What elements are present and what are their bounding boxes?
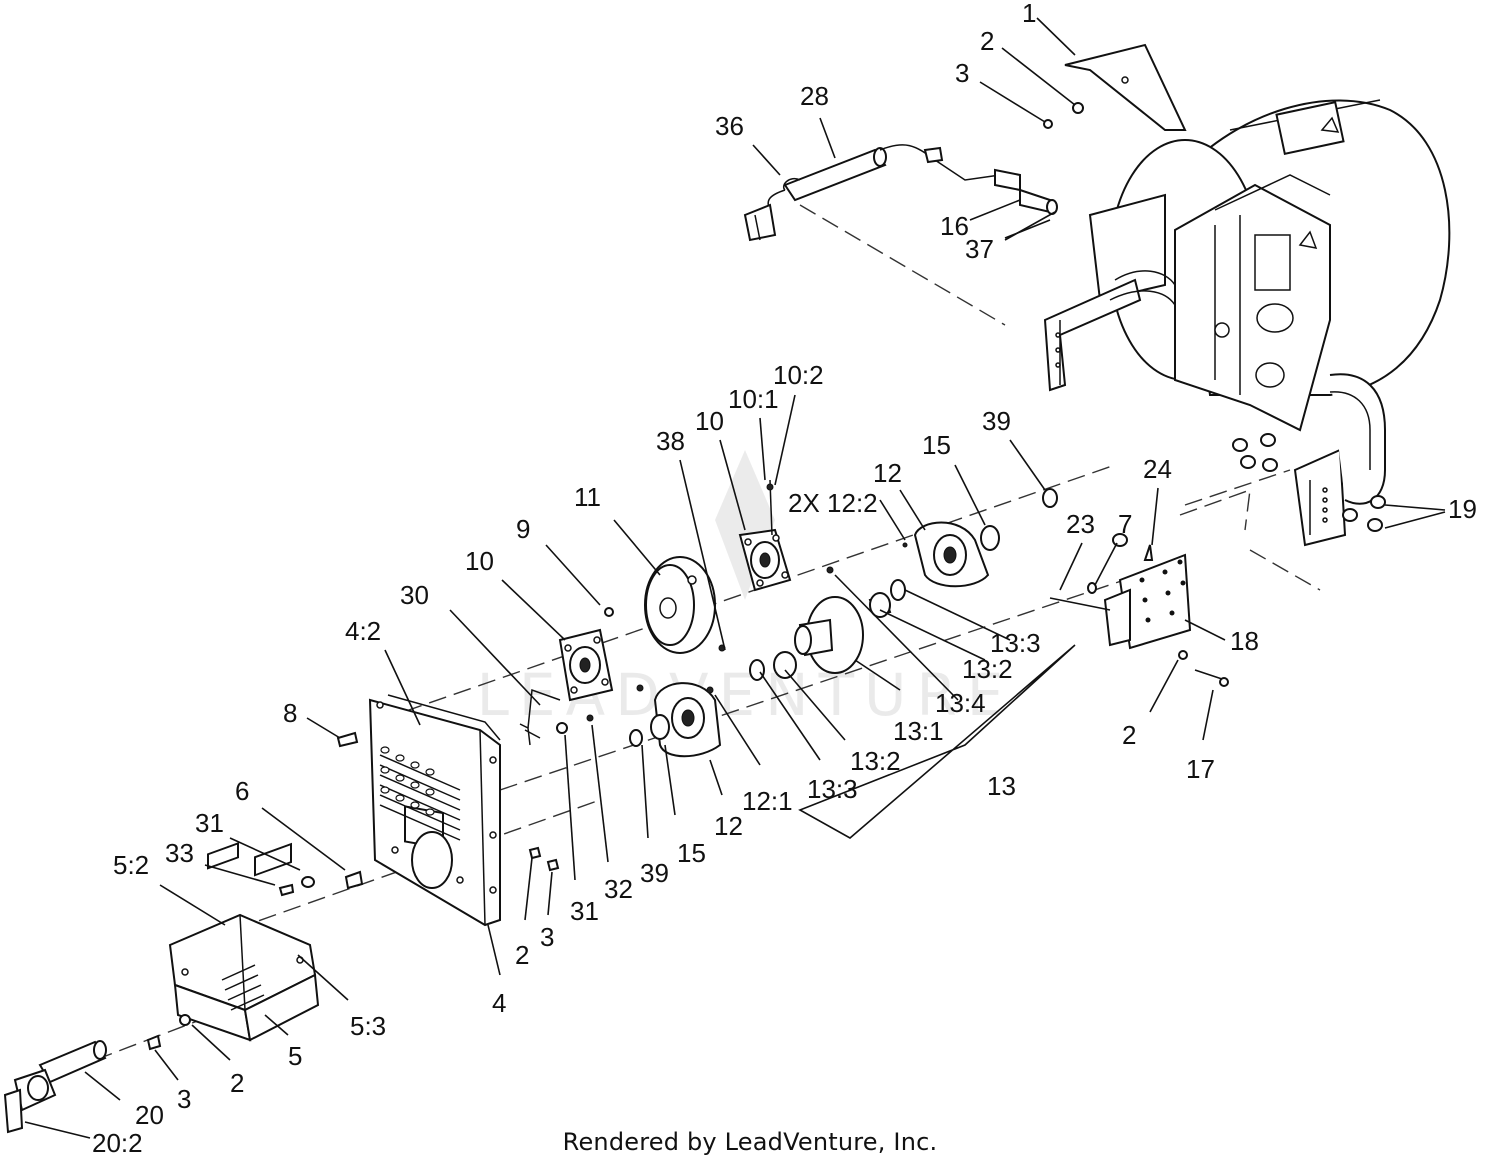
callout-13-3a: 13:3 xyxy=(990,628,1041,658)
callout-1: 1 xyxy=(1022,0,1036,28)
callout-2d: 2 xyxy=(230,1068,244,1098)
nut-group xyxy=(1112,433,1386,547)
callout-13-2a: 13:2 xyxy=(962,654,1013,684)
callout-labels: 1 2 3 28 36 16 37 10:2 10:1 10 38 2X 12:… xyxy=(92,0,1477,1158)
callout-20: 20 xyxy=(135,1100,164,1130)
callout-12-1: 12:1 xyxy=(742,786,793,816)
bearing-flange-10-upper xyxy=(738,479,792,592)
callout-13-4: 13:4 xyxy=(935,688,986,718)
render-credit: Rendered by LeadVenture, Inc. xyxy=(562,1128,938,1156)
callout-13-3b: 13:3 xyxy=(807,774,858,804)
callout-13-1: 13:1 xyxy=(893,716,944,746)
callout-32: 32 xyxy=(604,874,633,904)
callout-2x-12-2: 2X 12:2 xyxy=(788,488,878,518)
callout-31a: 31 xyxy=(195,808,224,838)
callout-23: 23 xyxy=(1066,509,1095,539)
callout-2b: 2 xyxy=(1122,720,1136,750)
callout-15: 15 xyxy=(922,430,951,460)
leader-lines xyxy=(24,17,1446,1139)
callout-9: 9 xyxy=(516,514,530,544)
tensioner-bracket xyxy=(1049,544,1229,687)
callout-38: 38 xyxy=(656,426,685,456)
callout-18: 18 xyxy=(1230,626,1259,656)
callout-5-3: 5:3 xyxy=(350,1011,386,1041)
callout-19: 19 xyxy=(1448,494,1477,524)
callout-16: 16 xyxy=(940,211,969,241)
callout-10: 10 xyxy=(695,406,724,436)
callout-4-2: 4:2 xyxy=(345,616,381,646)
callout-8: 8 xyxy=(283,698,297,728)
callout-3: 3 xyxy=(955,58,969,88)
callout-12: 12 xyxy=(873,458,902,488)
callout-5-2: 5:2 xyxy=(113,850,149,880)
wire-harness xyxy=(743,144,1058,242)
guard-plate-4 xyxy=(368,694,501,927)
callout-39b: 39 xyxy=(640,858,669,888)
spring-30 xyxy=(519,688,561,746)
blower-housing-assembly xyxy=(1043,99,1451,547)
cover-plate xyxy=(1064,43,1187,131)
callout-4: 4 xyxy=(492,988,506,1018)
pillow-block-12-upper xyxy=(902,521,990,588)
callout-2: 2 xyxy=(980,26,994,56)
callout-30: 30 xyxy=(400,580,429,610)
callout-11: 11 xyxy=(574,482,601,512)
callout-15b: 15 xyxy=(677,838,706,868)
callout-39: 39 xyxy=(982,406,1011,436)
clutch-hub-13 xyxy=(718,566,906,681)
callout-5: 5 xyxy=(288,1041,302,1071)
callout-37: 37 xyxy=(965,234,994,264)
callout-10b: 10 xyxy=(465,546,494,576)
callout-13: 13 xyxy=(987,771,1016,801)
screw-washer-top xyxy=(1043,102,1084,129)
washers-15-39 xyxy=(556,488,1058,747)
callout-7: 7 xyxy=(1118,509,1132,539)
callout-28: 28 xyxy=(800,81,829,111)
pulley-11 xyxy=(644,556,716,654)
callout-13-2b: 13:2 xyxy=(850,746,901,776)
callout-36: 36 xyxy=(715,111,744,141)
callout-3c: 3 xyxy=(177,1084,191,1114)
callout-3b: 3 xyxy=(540,922,554,952)
pillow-block-12-lower xyxy=(636,682,722,758)
callout-17: 17 xyxy=(1186,754,1215,784)
callout-31b: 31 xyxy=(570,896,599,926)
callout-33: 33 xyxy=(165,838,194,868)
callout-10-1: 10:1 xyxy=(728,384,779,414)
bearing-flange-10-lower xyxy=(558,607,614,702)
callout-2c: 2 xyxy=(515,940,529,970)
pto-shield-5 xyxy=(168,842,320,1042)
drive-shaft-20 xyxy=(3,1014,191,1134)
watermark: LEADVENTURE xyxy=(477,450,1003,729)
callout-6: 6 xyxy=(235,776,249,806)
callout-12b: 12 xyxy=(714,811,743,841)
callout-24: 24 xyxy=(1143,454,1172,484)
alignment-lines xyxy=(94,204,1321,1061)
callout-20-2: 20:2 xyxy=(92,1128,143,1158)
callout-10-2: 10:2 xyxy=(773,360,824,390)
small-fasteners xyxy=(278,731,560,897)
